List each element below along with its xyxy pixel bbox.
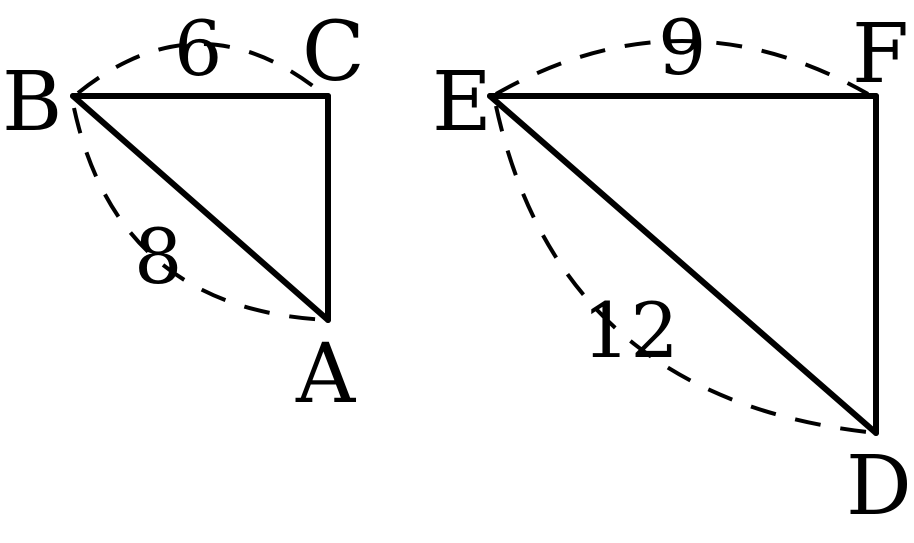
measure-arc-ef [495, 39, 869, 96]
length-label-ab: 8 [134, 212, 182, 301]
triangle-def: E F D 9 12 [432, 3, 912, 534]
length-label-ed: 12 [582, 286, 679, 375]
triangle-abc: B C A 6 8 [2, 4, 365, 422]
vertex-label-a: A [295, 327, 357, 422]
vertex-label-e: E [432, 55, 492, 150]
vertex-label-b: B [2, 55, 62, 150]
side-ab [70, 93, 331, 323]
vertex-label-c: C [302, 5, 365, 100]
measure-arc-ab [72, 107, 329, 322]
length-label-bc: 6 [174, 4, 222, 93]
vertex-label-f: F [852, 7, 909, 102]
vertex-label-d: D [846, 439, 912, 534]
length-label-ef: 9 [658, 3, 706, 92]
side-ed [487, 93, 879, 436]
